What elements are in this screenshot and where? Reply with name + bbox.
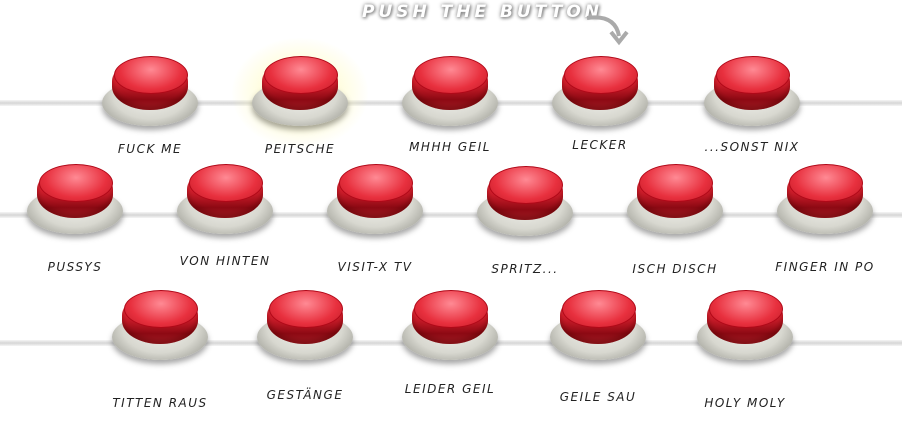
button-label[interactable]: VISIT-X TV (337, 260, 413, 274)
sound-button[interactable] (402, 54, 498, 130)
button-top (39, 164, 113, 202)
button-top (564, 56, 638, 94)
button-label[interactable]: MHHH GEIL (409, 140, 491, 154)
header-title: PUSH THE BUTTON (362, 2, 604, 22)
button-top (562, 290, 636, 328)
button-label[interactable]: FUCK ME (117, 142, 183, 156)
button-top (189, 164, 263, 202)
sound-button[interactable] (327, 162, 423, 238)
sound-button[interactable] (552, 54, 648, 130)
button-top (414, 290, 488, 328)
button-top (124, 290, 198, 328)
button-label[interactable]: TITTEN RAUS (112, 396, 208, 410)
button-top (114, 56, 188, 94)
button-top (264, 56, 338, 94)
sound-button[interactable] (627, 162, 723, 238)
button-label[interactable]: HOLY MOLY (704, 396, 786, 410)
sound-button[interactable] (257, 288, 353, 364)
button-label[interactable]: ISCH DISCH (632, 262, 718, 276)
rail-row-2 (0, 212, 902, 218)
button-label[interactable]: LEIDER GEIL (404, 382, 496, 396)
sound-button[interactable] (550, 288, 646, 364)
button-top (414, 56, 488, 94)
sound-button[interactable] (102, 54, 198, 130)
sound-button[interactable] (477, 164, 573, 240)
button-label[interactable]: GESTÄNGE (266, 388, 344, 402)
button-top (639, 164, 713, 202)
sound-button[interactable] (112, 288, 208, 364)
sound-button[interactable] (177, 162, 273, 238)
button-top (269, 290, 343, 328)
sound-button[interactable] (697, 288, 793, 364)
button-top (709, 290, 783, 328)
button-label[interactable]: GEILE SAU (559, 390, 637, 404)
curved-arrow-icon (586, 15, 629, 46)
button-label[interactable]: SPRITZ... (491, 262, 559, 276)
sound-button[interactable] (704, 54, 800, 130)
button-label[interactable]: PEITSCHE (264, 142, 336, 156)
sound-button[interactable] (777, 162, 873, 238)
button-top (489, 166, 563, 204)
sound-button[interactable] (232, 38, 368, 148)
button-label[interactable]: FINGER IN PO (775, 260, 875, 274)
button-label[interactable]: LECKER (572, 138, 628, 152)
button-label[interactable]: VON HINTEN (179, 254, 271, 268)
button-top (789, 164, 863, 202)
button-top (716, 56, 790, 94)
button-label[interactable]: PUSSYS (47, 260, 103, 274)
button-top (339, 164, 413, 202)
sound-button[interactable] (27, 162, 123, 238)
button-label[interactable]: ...SONST NIX (704, 140, 800, 154)
sound-button[interactable] (402, 288, 498, 364)
